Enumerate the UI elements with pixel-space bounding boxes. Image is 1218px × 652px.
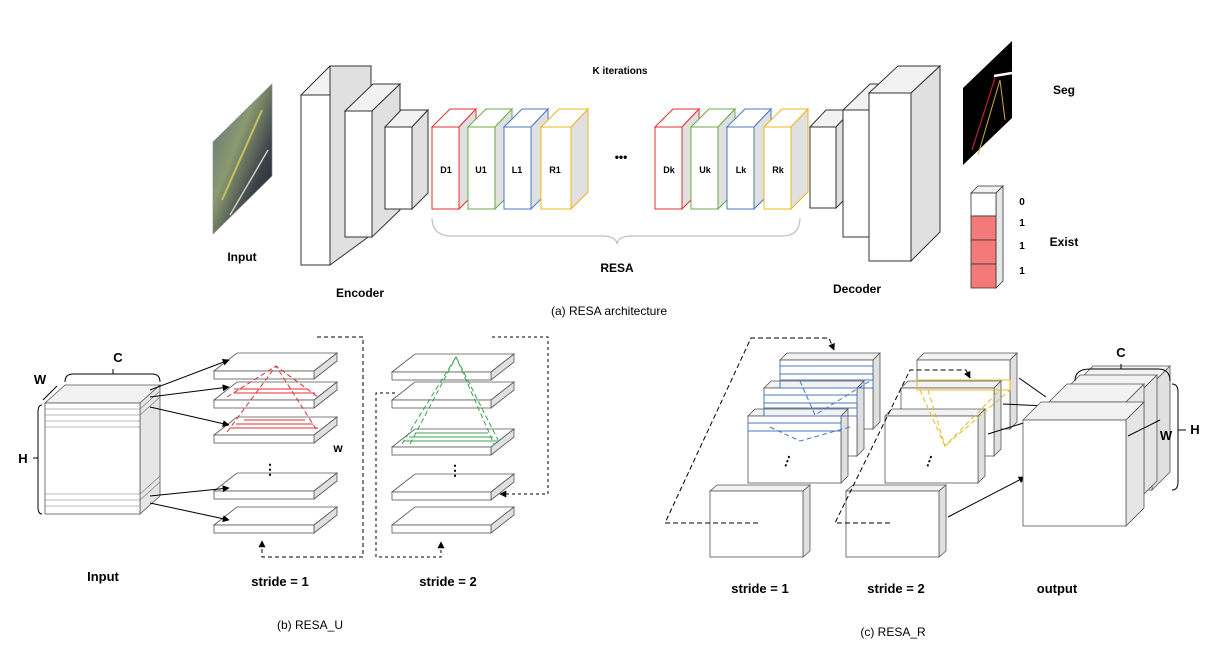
vertical-dots-r2: ⋮ [921, 452, 938, 471]
stride2-u-label: stride = 2 [419, 574, 476, 589]
stride2-loop-bottom [375, 392, 445, 558]
stride1-loop-r [664, 337, 835, 524]
architecture-caption: (a) RESA architecture [551, 304, 667, 318]
exist-output [970, 185, 1004, 289]
stride2-r-label: stride = 2 [867, 581, 924, 596]
dim-c-label: C [113, 350, 123, 365]
encoder-blocks [299, 65, 430, 266]
stride2-loop-top [492, 336, 549, 498]
stride1-r-label: stride = 1 [731, 581, 788, 596]
vertical-dots-r1: ⋮ [779, 452, 796, 471]
output-dim-c-label: C [1116, 345, 1126, 360]
resa-r-caption: (c) RESA_R [860, 625, 926, 639]
exist-label: Exist [1050, 235, 1079, 249]
block-label-uk: Uk [699, 165, 711, 175]
stride1-u-label: stride = 1 [251, 574, 308, 589]
input-label: Input [227, 250, 256, 264]
red-pyramid [226, 365, 319, 433]
seg-label: Seg [1053, 83, 1075, 97]
resa-r-section: ⋮ stride = 1 ⋮ stride = 2 [664, 337, 1200, 639]
resa-u-section: W C H Input [18, 336, 549, 632]
exist-cell-2 [970, 239, 997, 265]
resa-label: RESA [600, 261, 634, 275]
stride1-slices-u [212, 352, 339, 534]
architecture-section: Input Encoder [212, 41, 1079, 318]
stride2-slices-u [390, 353, 516, 534]
cube-to-slice-arrows [149, 358, 230, 523]
exist-cell-0 [970, 192, 997, 217]
dim-w-label: W [34, 372, 47, 387]
decoder-label: Decoder [833, 282, 881, 296]
input-b-label: Input [87, 569, 119, 584]
exist-value-2: 1 [1019, 241, 1025, 252]
output-dim-w-label: W [1160, 428, 1173, 443]
block-label-u1: U1 [475, 165, 487, 175]
ellipsis-dots: ••• [615, 150, 628, 164]
vertical-dots-u2: ⋮ [448, 462, 462, 478]
exist-value-1: 1 [1019, 218, 1025, 229]
exist-cell-1 [970, 215, 997, 241]
small-w-label: w [332, 441, 343, 455]
block-label-lk: Lk [736, 165, 747, 175]
block-label-dk: Dk [663, 165, 675, 175]
encoder-label: Encoder [336, 286, 384, 300]
stride2-loop-r [834, 369, 971, 524]
resa-brace [431, 217, 801, 245]
exist-value-3: 1 [1019, 266, 1025, 277]
input-feature-cube [33, 369, 162, 515]
green-pyramid [401, 355, 501, 445]
output-label: output [1037, 581, 1078, 596]
decoder-blocks [808, 64, 942, 263]
block-label-r1: R1 [549, 165, 561, 175]
exist-value-0: 0 [1019, 197, 1025, 208]
output-feature-cube [1022, 364, 1186, 527]
block-label-l1: L1 [512, 165, 523, 175]
stride1-loop-u [258, 336, 364, 558]
output-dim-h-label: H [1190, 422, 1199, 437]
exist-cell-3 [970, 263, 997, 289]
blue-pattern [747, 365, 874, 442]
resa-u-caption: (b) RESA_U [277, 618, 343, 632]
block-label-d1: D1 [440, 165, 452, 175]
dim-h-label: H [18, 451, 27, 466]
k-iterations-label: K iterations [592, 66, 647, 77]
yellow-pattern [916, 379, 1011, 447]
resa-blocks-first [430, 107, 590, 211]
resa-blocks-last [653, 107, 810, 211]
stride2-stack-r [844, 352, 1018, 558]
block-label-rk: Rk [772, 165, 784, 175]
vertical-dots-u1: ⋮ [263, 461, 277, 477]
